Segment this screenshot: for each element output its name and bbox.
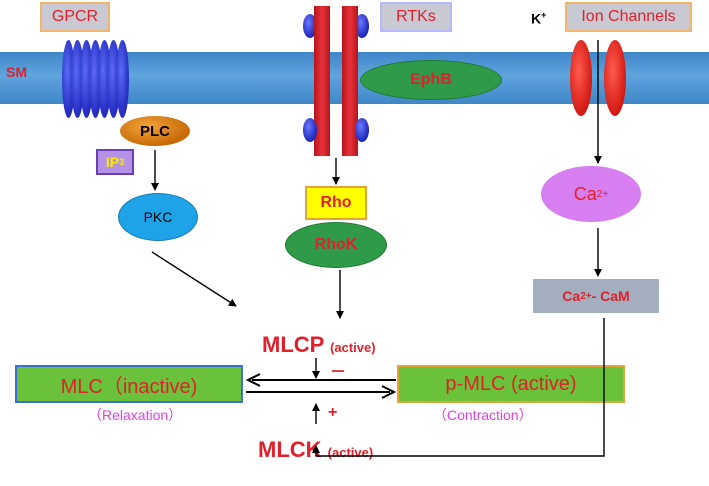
potassium-ion-label: K+ <box>531 10 547 27</box>
rho-node: Rho <box>305 186 367 220</box>
relaxation-label: （Relaxation） <box>88 407 183 423</box>
pkc-to-mlcp-arrow <box>151 251 237 307</box>
pkc-node: PKC <box>118 193 198 241</box>
ion-channel-subunit-right <box>604 40 626 116</box>
membrane-label: SM <box>6 64 27 80</box>
rtk-knob <box>303 14 317 38</box>
gpcr-helix <box>116 40 129 118</box>
rtk-knob <box>355 14 369 38</box>
rtk-chain-left <box>314 6 330 156</box>
pmlc-active-box: p-MLC (active) <box>397 365 625 403</box>
rtk-knob <box>355 118 369 142</box>
rtk-chain-right <box>342 6 358 156</box>
plc-node: PLC <box>120 116 190 146</box>
mlc-inactive-box: MLC（inactive) <box>15 365 243 403</box>
mlcp-label: MLCP (active) <box>262 332 376 357</box>
gpcr-label: GPCR <box>40 2 110 32</box>
cacam-to-mlck-arrow <box>312 318 605 457</box>
ephb-receptor: EphB <box>360 60 502 100</box>
mlck-plus-sign: + <box>328 404 338 421</box>
ion-channel-subunit-left <box>570 40 592 116</box>
rhok-node: RhoK <box>285 222 387 268</box>
ion-channels-label: Ion Channels <box>565 2 692 32</box>
contraction-label: （Contraction） <box>433 407 533 423</box>
mlcp-minus-sign: － <box>330 364 347 381</box>
rtk-knob <box>303 118 317 142</box>
rtks-label: RTKs <box>380 2 452 32</box>
